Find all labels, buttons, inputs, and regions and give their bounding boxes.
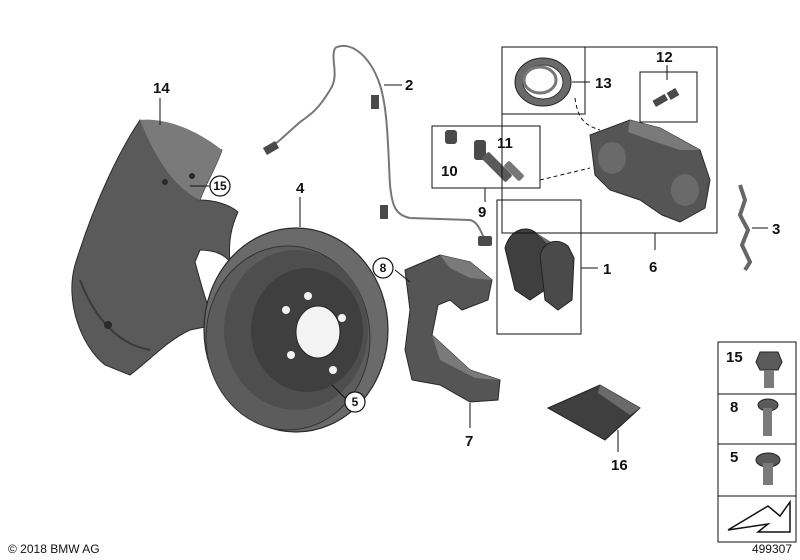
callout-12: 12 bbox=[656, 49, 673, 66]
callout-16: 16 bbox=[611, 457, 628, 474]
bleeder-box bbox=[639, 71, 698, 123]
bolt-8-image[interactable] bbox=[757, 398, 779, 436]
callout-8-circle bbox=[372, 257, 394, 279]
spring-clip[interactable] bbox=[737, 184, 753, 272]
callout-7: 7 bbox=[465, 433, 473, 450]
callout-3: 3 bbox=[772, 221, 780, 238]
table-label-5: 5 bbox=[730, 449, 738, 466]
arrow-icon bbox=[727, 499, 791, 533]
callout-5: 5 bbox=[352, 395, 359, 409]
grease-sachet[interactable] bbox=[546, 384, 641, 441]
callout-9: 9 bbox=[478, 204, 486, 221]
callout-13: 13 bbox=[595, 75, 612, 92]
callout-15-circle bbox=[209, 175, 231, 197]
piston-seal[interactable] bbox=[514, 57, 572, 107]
callout-10: 10 bbox=[441, 163, 458, 180]
callout-5-circle bbox=[344, 391, 366, 413]
guide-sleeve[interactable] bbox=[445, 130, 486, 160]
callout-15: 15 bbox=[213, 179, 227, 193]
callout-2: 2 bbox=[405, 77, 413, 94]
callout-4: 4 bbox=[296, 180, 305, 197]
caliper-carrier[interactable] bbox=[404, 254, 501, 403]
protection-plate[interactable] bbox=[71, 119, 239, 376]
callout-6: 6 bbox=[649, 259, 657, 276]
bolt-5-image[interactable] bbox=[755, 452, 781, 485]
table-label-15: 15 bbox=[726, 349, 743, 366]
brake-disc[interactable] bbox=[203, 227, 389, 433]
wear-sensor[interactable] bbox=[262, 44, 492, 246]
bleeder-valve[interactable] bbox=[652, 88, 680, 107]
caliper-housing[interactable] bbox=[589, 119, 711, 223]
bolt-15-image[interactable] bbox=[755, 351, 783, 388]
copyright: © 2018 BMW AG bbox=[8, 542, 100, 556]
caliper-box bbox=[501, 46, 718, 234]
callout-8: 8 bbox=[380, 261, 387, 275]
callout-1: 1 bbox=[603, 261, 611, 278]
callout-14: 14 bbox=[153, 80, 170, 97]
table-label-8: 8 bbox=[730, 399, 738, 416]
brake-pads[interactable] bbox=[504, 228, 575, 311]
callout-11: 11 bbox=[497, 135, 513, 152]
diagram-id: 499307 bbox=[751, 542, 792, 556]
guide-bolt[interactable] bbox=[481, 151, 524, 182]
